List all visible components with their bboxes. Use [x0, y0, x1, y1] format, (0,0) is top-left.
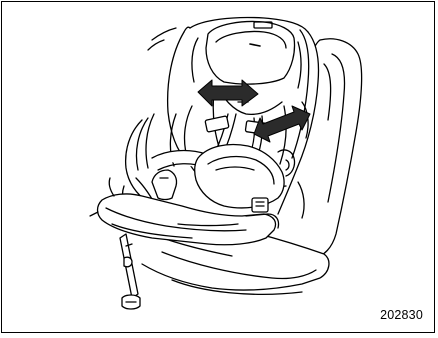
figure-frame: 202830 — [1, 1, 435, 333]
child-seat-base — [90, 145, 295, 245]
support-leg — [120, 234, 140, 309]
figure-code: 202830 — [380, 308, 423, 322]
